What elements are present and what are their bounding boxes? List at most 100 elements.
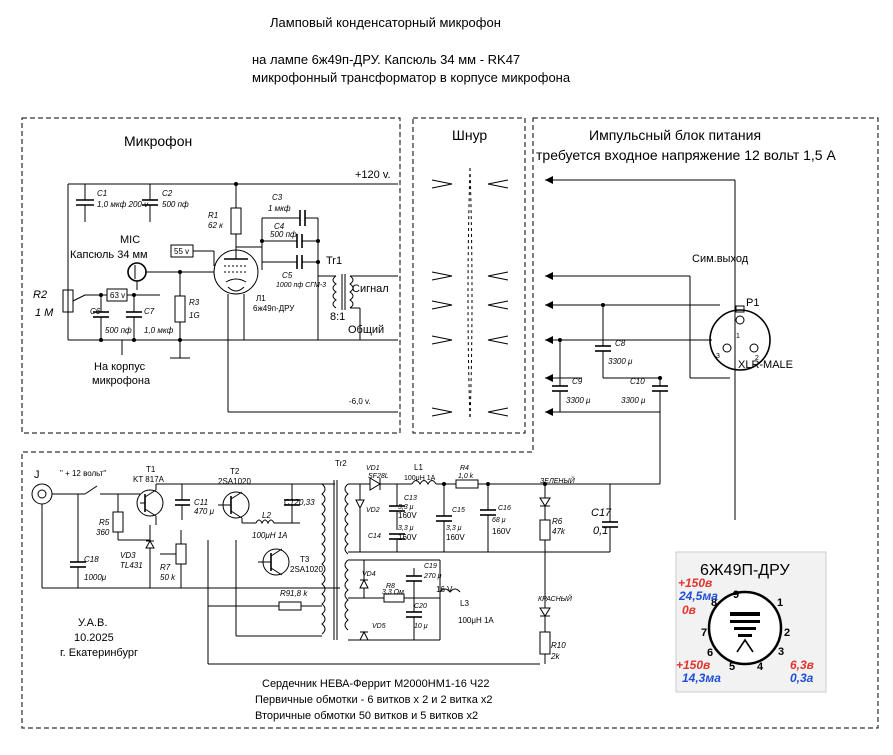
tube-pinout-panel: 6Ж49П-ДРУ 9 1 2 3 4 5 6 7 8 +150в 24,5ма… <box>675 551 827 693</box>
label-capsule: Капсюль 34 мм <box>70 249 148 261</box>
l3-inductor <box>439 588 461 593</box>
tr1-label: Tr1 <box>326 255 342 267</box>
cord-block-border <box>412 117 526 434</box>
vd5-diode <box>359 630 369 641</box>
tr2-label: Tr2 <box>335 459 347 468</box>
r4-label: R4 <box>460 465 469 472</box>
title-line3: микрофонный трансформатор в корпусе микр… <box>252 70 571 85</box>
c8-value: 3300 μ <box>608 357 633 366</box>
mic-block-border <box>21 117 401 434</box>
c7-label: C7 <box>144 307 155 316</box>
t1-value: KT 817A <box>133 475 165 484</box>
section-cord: Шнур <box>452 127 487 143</box>
pin-8: 8 <box>711 597 717 609</box>
xlr-pin1: 1 <box>736 333 740 340</box>
r7-label: R7 <box>160 563 171 572</box>
xlr-pin3: 3 <box>716 353 720 360</box>
c20-label: C20 <box>414 603 427 610</box>
pinout-a03: 0,3а <box>790 671 814 685</box>
pin-4: 4 <box>757 661 764 673</box>
t1-label: T1 <box>146 465 156 474</box>
c4-label: C4 <box>274 222 285 231</box>
tr2-primary <box>321 483 326 635</box>
pin-7: 7 <box>701 627 707 639</box>
tr1-primary-coil <box>332 275 337 309</box>
c2-label: C2 <box>162 189 173 198</box>
jack-j <box>31 483 53 505</box>
note-core: Сердечник НЕВА-Феррит М2000НМ1-16 Ч22 <box>262 678 490 690</box>
c5-value: 1000 пф СГМ-3 <box>276 282 326 289</box>
t2-label: T2 <box>230 467 240 476</box>
label-ratio: 8:1 <box>330 311 345 323</box>
r4-resistor <box>455 479 479 489</box>
pinout-title: 6Ж49П-ДРУ <box>700 562 790 579</box>
green-led <box>539 497 551 507</box>
note-secondary: Вторичные обмотки 50 витков и 5 витков х… <box>255 710 478 722</box>
pinout-v63: 6,3в <box>790 658 814 672</box>
c4-value: 500 пф <box>270 230 297 239</box>
r3-value: 1G <box>189 311 200 320</box>
r10-label: R10 <box>551 641 566 650</box>
l3-label: L3 <box>460 599 469 608</box>
label-minus6: -6,0 v. <box>349 397 371 406</box>
t3-value: 2SA1020 <box>290 565 323 574</box>
vd5-label: VD5 <box>372 623 386 630</box>
xlr-pin2: 2 <box>755 355 759 362</box>
r3-label: R3 <box>189 298 200 307</box>
l2-value: 100μH 1A <box>252 531 288 540</box>
label-green-led: ЗЕЛЕНЫЙ <box>540 476 576 485</box>
r5-label: R5 <box>99 518 110 527</box>
c5-label: C5 <box>282 271 293 280</box>
c13-voltage: 160V <box>398 511 417 520</box>
author-name: У.А.В. <box>78 617 107 629</box>
pinout-v150b: +150в <box>676 658 710 672</box>
c15-value: 3,3 μ <box>446 525 462 532</box>
c7-value: 1,0 мкф <box>144 326 174 335</box>
l1-inductor <box>411 480 437 486</box>
section-mic: Микрофон <box>124 133 192 149</box>
vd4-label: VD4 <box>362 571 376 578</box>
t2-value: 2SA1020 <box>218 477 251 486</box>
pin-6: 6 <box>707 647 713 659</box>
cord-wires <box>431 167 509 421</box>
pin-5: 5 <box>729 661 735 673</box>
label-mic: MIC <box>120 234 140 246</box>
pin-1: 1 <box>777 597 783 609</box>
label-to-body2: микрофона <box>92 375 151 387</box>
r4-value: 1,0 k <box>458 473 474 480</box>
r7-value: 50 k <box>160 573 176 582</box>
r7-resistor <box>175 543 187 565</box>
vd3-value: TL431 <box>120 561 143 570</box>
author-date: 10.2025 <box>74 632 114 644</box>
r8-label: R8 <box>386 583 395 590</box>
c15-voltage: 160V <box>446 533 465 542</box>
t1-transistor <box>136 489 164 517</box>
vd2-diode <box>355 499 365 510</box>
label-red-led: КРАСНЫЙ <box>538 594 573 603</box>
vd3-label: VD3 <box>120 551 136 560</box>
c3-label: C3 <box>272 193 283 202</box>
c17-value: 0,1 <box>593 525 608 537</box>
c20-value: 10 μ <box>414 623 428 630</box>
c17-label: C17 <box>591 507 612 519</box>
label-plus12: " + 12 вольт" <box>60 469 106 478</box>
c10-value: 3300 μ <box>621 396 646 405</box>
l2-label: L2 <box>262 511 271 520</box>
tr2-secondary-hv <box>344 483 349 555</box>
t3-label: T3 <box>300 555 310 564</box>
l2-inductor <box>255 519 275 525</box>
r1-resistor <box>230 207 242 235</box>
c11-value: 470 μ <box>194 507 215 516</box>
c18-value: 1000μ <box>84 573 107 582</box>
c13-value: 3,3 μ <box>398 504 414 511</box>
label-sim-out: Сим.выход <box>692 253 749 265</box>
c1-label: C1 <box>97 189 107 198</box>
label-signal: Сигнал <box>352 283 389 295</box>
c8-label: C8 <box>615 339 626 348</box>
label-to-body: На корпус <box>94 361 146 373</box>
vd1-value: SF28L <box>368 473 389 480</box>
c9-label: C9 <box>572 377 583 386</box>
tr2-secondary-lv <box>344 559 349 631</box>
c12-value: 0,33 <box>299 498 315 507</box>
